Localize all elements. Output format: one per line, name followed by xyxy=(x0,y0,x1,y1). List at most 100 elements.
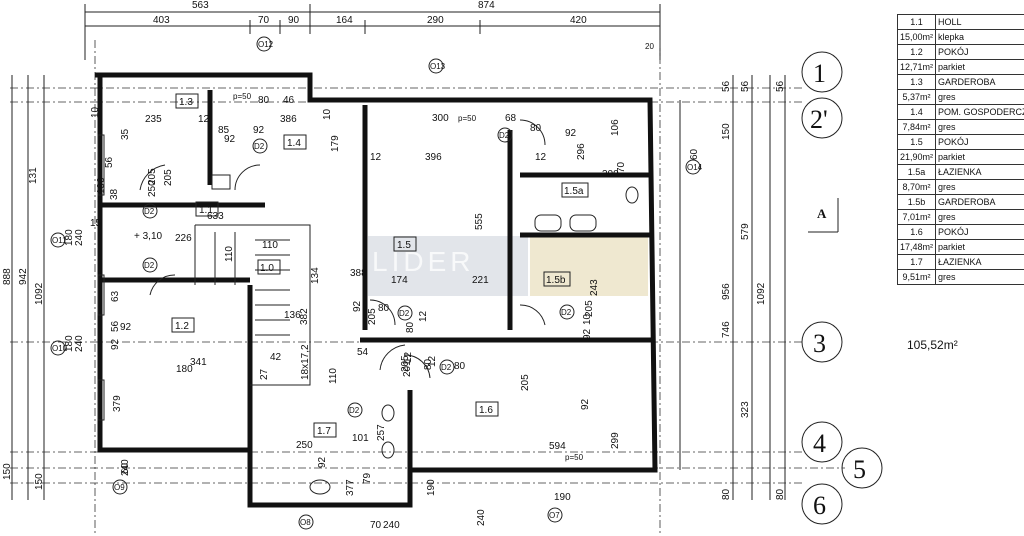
axis-4: 4 xyxy=(813,429,826,458)
right-dimension: 56 xyxy=(740,80,751,92)
inner-dimension: 201 xyxy=(402,360,413,377)
room-label-1-5b: 1.5b xyxy=(546,275,566,286)
room-number: 1.5b xyxy=(896,194,937,210)
inner-dimension: 243 xyxy=(589,279,600,296)
inner-dimension: 92 xyxy=(580,398,591,410)
room-area: 8,70m² xyxy=(896,179,937,195)
inner-dimension: 12 xyxy=(427,355,438,367)
right-dimension: 56 xyxy=(721,80,732,92)
inner-dimension: 382 xyxy=(299,308,310,325)
inner-dimension: 92 xyxy=(120,322,132,333)
inner-dimension: 110 xyxy=(262,240,278,251)
right-dimension: 323 xyxy=(740,401,751,418)
room-name: GARDEROBA xyxy=(935,194,1024,210)
inner-dimension: 386 xyxy=(280,114,297,125)
room-name: ŁAZIENKA xyxy=(935,164,1024,180)
dim-290: 290 xyxy=(427,15,444,26)
room-name: POKÓJ xyxy=(935,224,1024,240)
inner-dimension: 240 xyxy=(476,509,487,526)
stair-outline xyxy=(194,224,311,386)
room-number: 1.7 xyxy=(896,254,937,270)
dim-90: 90 xyxy=(288,15,300,26)
inner-dimension: 180 xyxy=(176,364,193,375)
inner-dimension: 205 xyxy=(163,169,174,186)
right-dimension: 956 xyxy=(721,283,732,300)
right-dimension: 80 xyxy=(721,488,732,500)
room-finish: gres xyxy=(935,119,1024,135)
opening-markers: O11 O12 O13 O14 O10 O9 O8 O7 D2 D2 D2 D2… xyxy=(50,36,703,530)
inner-dimension: 92 xyxy=(110,338,121,350)
door-tag-D2-f: D2 xyxy=(144,261,155,270)
room-name: HOLL xyxy=(935,14,1024,30)
room-number: 1.3 xyxy=(896,74,937,90)
section-mark: A xyxy=(808,198,839,233)
door-tag-D2-c: D2 xyxy=(499,131,510,140)
room-name: POKÓJ xyxy=(935,134,1024,150)
fixtures xyxy=(97,134,639,495)
door-tag-D2-e: D2 xyxy=(561,308,572,317)
room-area: 15,00m² xyxy=(896,29,937,45)
inner-dimension: 110 xyxy=(224,246,235,262)
inner-dimension: 205 xyxy=(584,300,595,317)
axis-3: 3 xyxy=(813,329,826,358)
room-finish: gres xyxy=(935,209,1024,225)
opening-O9: O9 xyxy=(114,483,125,492)
top-dimension-lines xyxy=(84,4,661,60)
inner-dimension: 80 xyxy=(454,361,466,372)
room-number: 1.5 xyxy=(896,134,937,150)
inner-dimension: 379 xyxy=(112,395,123,412)
dim-70: 70 xyxy=(258,15,270,26)
right-dimension: 60 xyxy=(689,148,700,160)
inner-dimension: 205 xyxy=(147,168,158,185)
outer-wall xyxy=(95,72,658,508)
left-dimension: 150 xyxy=(2,463,13,480)
inner-dimension: 221 xyxy=(472,275,489,286)
left-dimension: 150 xyxy=(34,473,45,490)
inner-dimension: 70 xyxy=(616,161,627,173)
room-area: 9,51m² xyxy=(896,269,937,285)
opening-O10: O10 xyxy=(52,344,68,353)
inner-dimension: 240 xyxy=(383,520,400,531)
room-area: 7,01m² xyxy=(896,209,937,225)
inner-dimension: 80 xyxy=(258,95,270,106)
door-tag-D2-d: D2 xyxy=(399,309,410,318)
axis-markers: 1 2' 3 4 5 6 xyxy=(801,51,883,525)
left-dimension: 240 xyxy=(74,335,85,352)
room-area: 5,37m² xyxy=(896,89,937,105)
right-dimension: 80 xyxy=(775,488,786,500)
inner-dimension: 190 xyxy=(96,177,107,194)
door-swings xyxy=(139,119,546,379)
right-dimension: 1092 xyxy=(756,282,767,305)
room-label-1-4: 1.4 xyxy=(287,138,301,149)
inner-dimension: 300 xyxy=(432,113,449,124)
dim-164: 164 xyxy=(336,15,353,26)
inner-dimension: 46 xyxy=(283,95,295,106)
axis-5: 5 xyxy=(853,455,866,484)
inner-dimension: 555 xyxy=(474,213,485,230)
left-dimension: 240 xyxy=(120,459,131,476)
watermark-text: LIDER xyxy=(372,246,475,277)
inner-dimension: 110 xyxy=(328,368,339,384)
left-dimension: 1092 xyxy=(34,282,45,305)
left-dimension: 888 xyxy=(2,268,13,285)
inner-dimension: 56 xyxy=(104,156,115,168)
level-mark: + 3,10 xyxy=(134,231,163,242)
watermark-band xyxy=(368,236,528,296)
left-dimension: 10 xyxy=(90,106,101,118)
left-dimension: 180 xyxy=(64,229,75,246)
inner-dimension: 388 xyxy=(350,268,367,279)
room-area: 21,90m² xyxy=(896,149,937,165)
left-dimension: 942 xyxy=(18,268,29,285)
door-tag-D2-h: D2 xyxy=(441,363,452,372)
inner-dimension: 92 xyxy=(582,328,593,340)
inner-dimension: 38 xyxy=(109,188,120,200)
